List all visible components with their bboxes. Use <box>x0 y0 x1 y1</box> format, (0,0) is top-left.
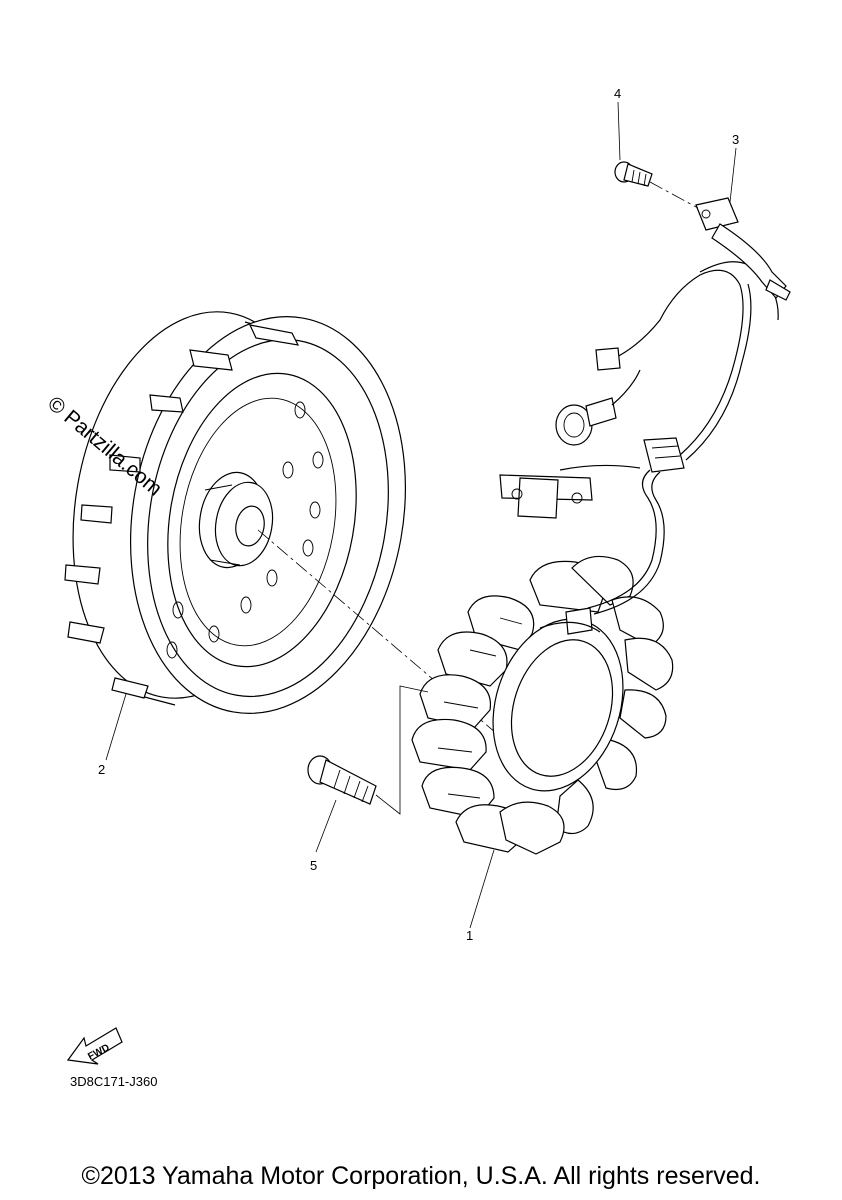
stator-assembly <box>411 555 674 855</box>
callout-leader-4 <box>617 101 621 161</box>
round-coupler <box>555 369 641 446</box>
small-plug-connector <box>595 347 621 371</box>
callout-4: 4 <box>614 86 621 101</box>
rotor-holes <box>166 401 324 659</box>
screw-4-leader <box>649 181 699 209</box>
callout-leader-3 <box>729 147 737 203</box>
rotor-flywheel <box>64 311 407 714</box>
callout-5: 5 <box>310 858 317 873</box>
screw-5 <box>307 755 377 805</box>
callout-1: 1 <box>466 928 473 943</box>
alignment-line <box>257 529 531 763</box>
callout-3: 3 <box>732 132 739 147</box>
callout-leader-5 <box>315 799 337 853</box>
part-code: 3D8C171-J360 <box>70 1074 158 1089</box>
rotor-hub <box>198 471 274 569</box>
callout-leader-2 <box>105 693 127 761</box>
clamp-bracket <box>695 197 791 301</box>
screw-4 <box>614 161 653 187</box>
harness-connector <box>643 437 685 473</box>
copyright-notice: ©2013 Yamaha Motor Corporation, U.S.A. A… <box>81 1162 761 1190</box>
wire-harness <box>499 261 779 615</box>
rotor-magnet-tabs <box>64 324 300 699</box>
pickup-coil <box>499 464 641 519</box>
fwd-arrow-icon: FWD <box>66 1027 123 1065</box>
callout-leader-1 <box>469 849 495 929</box>
callout-2: 2 <box>98 762 105 777</box>
screw-5-bracket-line <box>375 685 429 815</box>
